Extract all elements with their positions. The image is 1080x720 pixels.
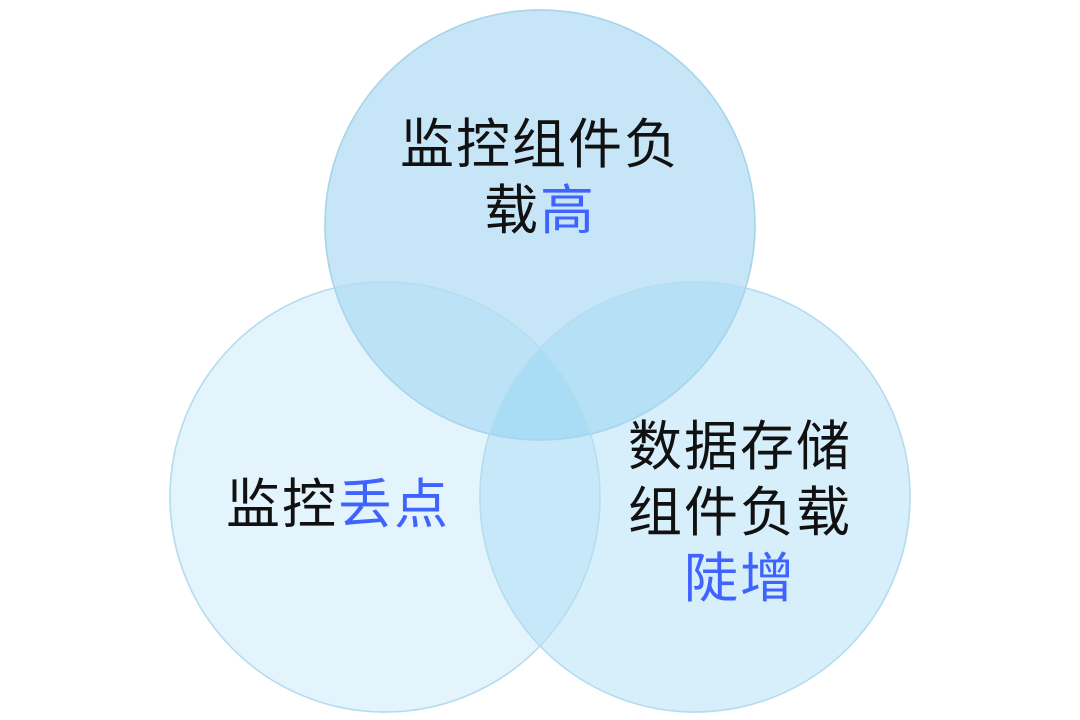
top-circle-label: 监控组件负 载高 [390, 112, 690, 244]
left-label-plain: 监控 [226, 473, 338, 536]
circle-right-outline [479, 281, 911, 713]
right-label-line3-accent: 陡增 [684, 547, 796, 610]
left-circle-label: 监控丢点 [218, 472, 458, 538]
circle-left-outline [169, 281, 601, 713]
overlap-right-top [480, 282, 755, 440]
top-label-line2-plain: 载 [484, 179, 540, 242]
top-label-line2-accent: 高 [540, 179, 596, 242]
overlap-left-top [325, 282, 600, 440]
circle-top-outline [324, 9, 756, 441]
right-label-line1: 数据存储 [628, 415, 852, 478]
right-circle-label: 数据存储 组件负载 陡增 [620, 414, 860, 612]
top-label-line2: 载高 [390, 178, 690, 244]
left-label-accent: 丢点 [338, 473, 450, 536]
top-label-line1: 监控组件负 [400, 113, 680, 176]
right-label-line2: 组件负载 [628, 481, 852, 544]
